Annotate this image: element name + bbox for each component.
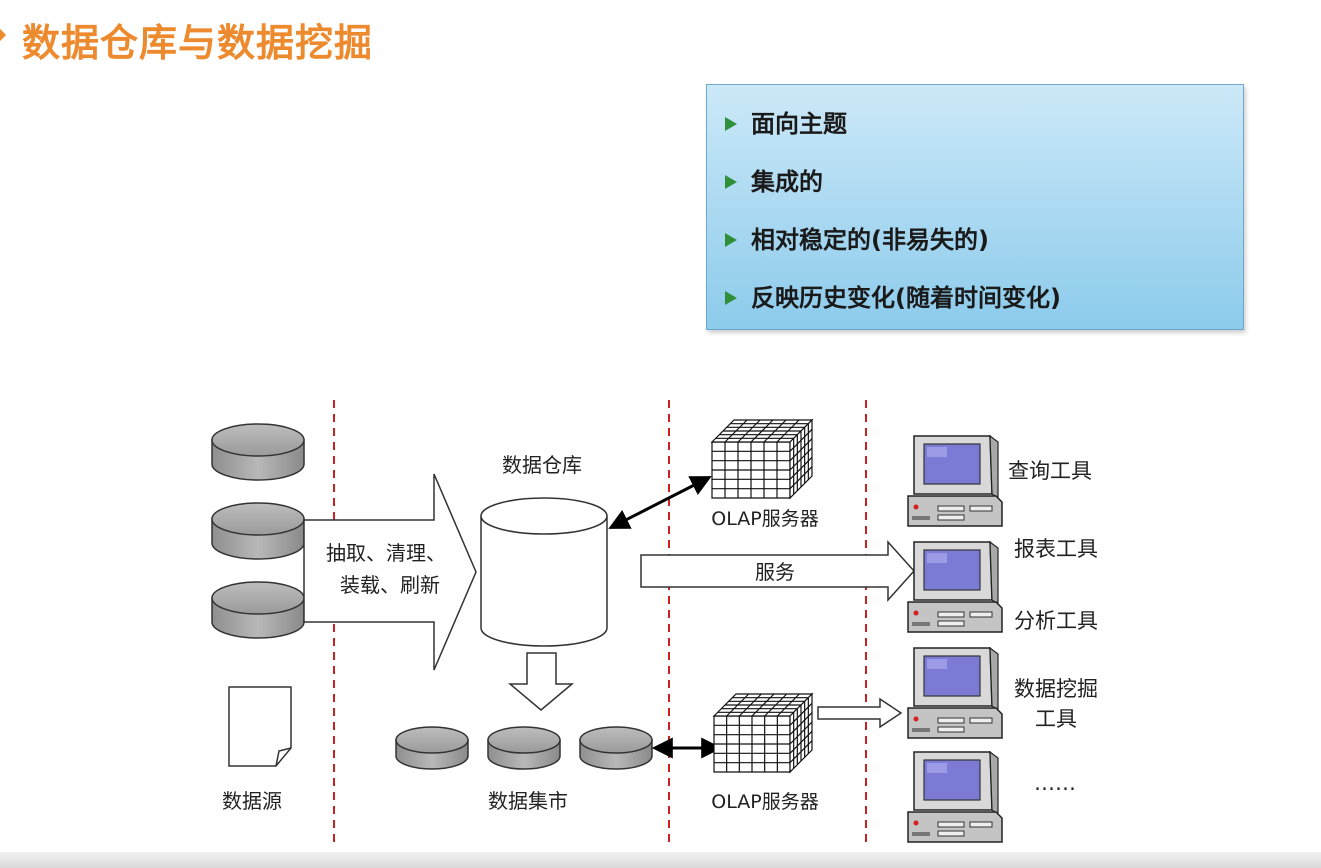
feature-item: 相对稳定的(非易失的): [725, 220, 989, 260]
source-database-icon: [211, 581, 305, 639]
feature-label: 相对稳定的(非易失的): [751, 226, 989, 254]
data-mart-disc-icon: [395, 726, 469, 770]
olap-cube-icon: [710, 418, 814, 500]
computer-terminal-icon: [907, 750, 1003, 843]
tool-label-mining-line1: 数据挖掘: [1014, 677, 1098, 701]
olap-server-label-top: OLAP服务器: [711, 508, 818, 530]
page-title: 数据仓库与数据挖掘: [22, 21, 374, 65]
etl-label-line2: 装载、刷新: [340, 573, 440, 597]
bullet-arrow-icon: [725, 175, 737, 189]
tool-label-report: 报表工具: [1014, 537, 1098, 561]
bottom-bar: [0, 852, 1321, 868]
etl-arrow-icon: [303, 473, 477, 671]
feature-item: 集成的: [725, 162, 823, 202]
warehouse-label: 数据仓库: [502, 453, 582, 477]
tool-label-mining-line2: 工具: [1035, 707, 1077, 731]
tool-label-query: 查询工具: [1008, 459, 1092, 483]
bullet-arrow-icon: [725, 117, 737, 131]
document-icon: [228, 686, 292, 767]
source-database-icon: [211, 423, 305, 481]
service-arrow-icon: [640, 540, 916, 602]
data-mart-label: 数据集市: [488, 789, 568, 813]
tool-arrow-icon: [817, 697, 903, 729]
feature-item: 反映历史变化(随着时间变化): [725, 278, 1061, 318]
service-label: 服务: [755, 560, 795, 584]
warehouse-olap-double-arrow: [608, 476, 712, 529]
bullet-arrow-icon: [725, 233, 737, 247]
computer-terminal-icon: [907, 646, 1003, 739]
computer-terminal-icon: [907, 540, 1003, 633]
feature-label: 面向主题: [751, 110, 847, 138]
feature-label: 反映历史变化(随着时间变化): [751, 284, 1061, 312]
feature-label: 集成的: [751, 168, 823, 196]
olap-cube-icon: [712, 692, 814, 774]
tool-label-analysis: 分析工具: [1014, 609, 1098, 633]
computer-terminal-icon: [907, 434, 1003, 527]
etl-label-line1: 抽取、清理、: [326, 541, 446, 565]
feature-item: 面向主题: [725, 104, 847, 144]
source-label: 数据源: [222, 789, 282, 813]
source-database-icon: [211, 502, 305, 560]
data-warehouse-cylinder-icon: [480, 497, 608, 647]
olap-server-label-bottom: OLAP服务器: [711, 791, 818, 813]
data-mart-disc-icon: [487, 726, 561, 770]
bullet-arrow-icon: [725, 291, 737, 305]
feature-callout-box: 面向主题 集成的 相对稳定的(非易失的) 反映历史变化(随着时间变化): [706, 84, 1244, 330]
down-arrow-icon: [507, 652, 575, 711]
tool-label-more: ……: [1034, 771, 1076, 795]
data-mart-disc-icon: [579, 726, 653, 770]
